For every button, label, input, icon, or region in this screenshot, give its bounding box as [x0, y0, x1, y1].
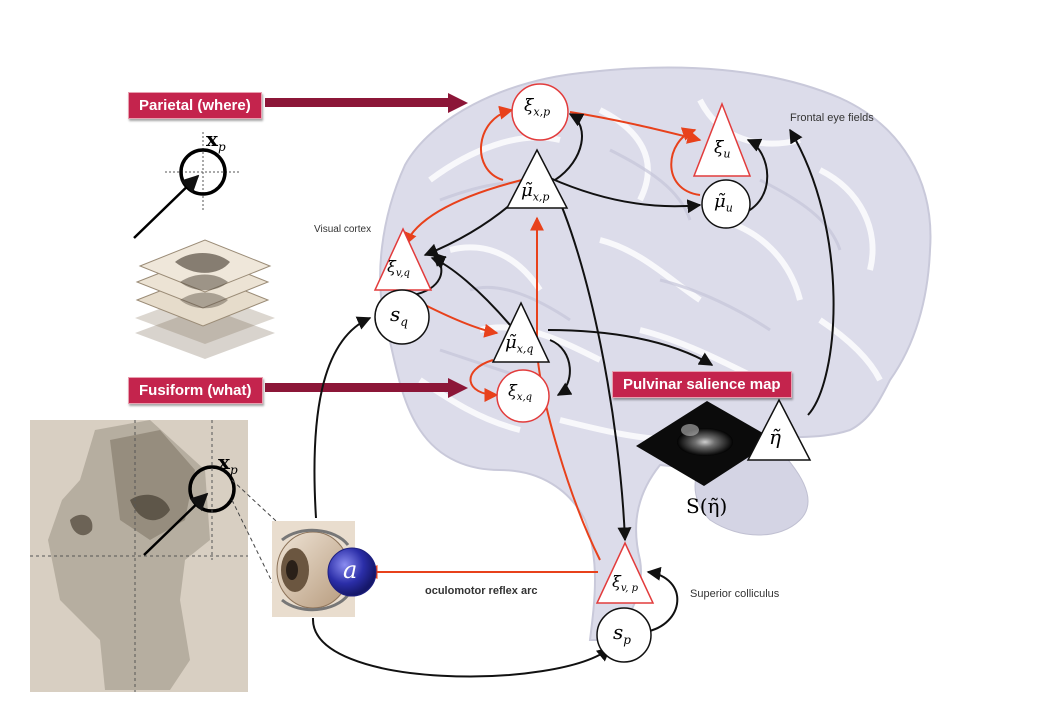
edge-black-mu-xp-xi-vp	[549, 179, 632, 542]
action-node	[327, 547, 377, 597]
action-label: a	[343, 556, 358, 584]
xi-xq-label: ξx,q	[508, 381, 532, 403]
mu-u-sub: u	[725, 201, 733, 215]
node-xi-u	[692, 101, 752, 177]
fusiform-arrow	[265, 378, 468, 398]
edge-black-eye-sp	[311, 617, 612, 678]
parietal-arrow	[265, 93, 468, 113]
mu-xq-label: μ̃x,q	[505, 332, 533, 356]
x-p-bottom-sub: p	[229, 463, 238, 477]
node-xi-xp	[511, 83, 569, 141]
mu-u-label: μ̃u	[714, 191, 733, 215]
node-s-p	[596, 607, 652, 663]
xi-xp-main: ξ	[524, 96, 534, 116]
s-p-sub: p	[623, 633, 631, 647]
xi-vq-main: ξ	[387, 257, 396, 276]
x-p-bottom-main: x	[218, 450, 230, 474]
edge-black-eye-sq	[313, 316, 372, 519]
node-eta	[746, 398, 812, 461]
edge-xi-vp-to-mu-xq-path	[536, 349, 601, 561]
xi-vp-label: ξv, p	[612, 572, 638, 594]
xi-xp-sub: x,p	[533, 105, 551, 119]
edge-black-mu-xp-mu-u	[549, 177, 702, 214]
stacked-image-layers	[135, 239, 275, 359]
mu-xp-main: μ̃	[521, 180, 533, 201]
edge-sq-to-mu-xq	[424, 304, 499, 338]
mu-xp-sub: x,p	[532, 190, 550, 204]
gaze-target-symbol	[133, 132, 240, 239]
xi-xq-sub: x,q	[516, 392, 533, 404]
mu-xq-sub: x,q	[516, 342, 534, 356]
oculomotor-label: oculomotor reflex arc	[425, 585, 538, 597]
fusiform-label: Fusiform (what)	[128, 377, 263, 404]
frontal-eye-fields-label: Frontal eye fields	[790, 112, 874, 124]
node-xi-vp	[595, 541, 655, 604]
mu-xp-label: μ̃x,p	[521, 180, 549, 204]
x-p-top-sub: p	[217, 140, 226, 154]
mu-u-main: μ̃	[714, 191, 726, 212]
parietal-label: Parietal (where)	[128, 92, 262, 119]
edge-black-mu-xq-xi-vq	[430, 256, 511, 326]
edge-black-mu-xq-pulvinar	[547, 329, 714, 366]
xi-xq-main: ξ	[508, 381, 517, 400]
visual-cortex-label: Visual cortex	[314, 224, 372, 235]
eyeball-image	[272, 521, 355, 617]
x-p-label-bottom: xp	[218, 450, 238, 477]
edge-mu-u-to-xi-u	[670, 127, 701, 196]
s-p-main: s	[613, 620, 624, 644]
pulvinar-label: Pulvinar salience map	[612, 371, 792, 398]
s-q-label: sq	[390, 302, 408, 329]
edge-black-mu-xp-xi-xp	[554, 113, 585, 181]
node-mu-xq	[491, 301, 551, 363]
node-mu-u	[701, 179, 751, 229]
superior-colliculus-label: Superior colliculus	[690, 588, 780, 600]
salience-map-image	[636, 401, 775, 486]
red-connections	[363, 105, 729, 579]
xi-vq-label: ξv,q	[387, 257, 410, 279]
edge-black-mu-u-xi-u	[739, 138, 769, 216]
edge-mu-xp-to-xi-vq	[403, 177, 531, 247]
xi-u-main: ξ	[714, 138, 724, 158]
edge-black-mu-xp-xi-vq	[423, 204, 511, 257]
edge-black-mu-xq-xi-xq	[549, 339, 573, 396]
edge-mu-xq-to-xi-xq	[469, 359, 499, 402]
mu-xq-main: μ̃	[505, 332, 517, 353]
x-p-label-top: xp	[206, 127, 226, 154]
s-eta-label: S(η̃)	[686, 494, 728, 518]
s-q-sub: q	[400, 315, 408, 329]
black-connections	[311, 113, 835, 678]
xi-vp-sub: v, p	[620, 583, 639, 595]
node-mu-xp	[505, 148, 569, 209]
edge-mu-xp-to-xi-xp	[480, 105, 514, 181]
xi-xp-label: ξx,p	[524, 96, 550, 118]
xi-vp-main: ξ	[612, 572, 621, 591]
s-q-main: s	[390, 302, 401, 326]
xi-u-sub: u	[723, 147, 731, 161]
node-xi-xq	[496, 369, 550, 423]
node-s-q	[374, 289, 430, 345]
xi-vq-sub: v,q	[395, 268, 410, 280]
xi-u-label: ξu	[714, 138, 730, 160]
x-p-top-main: x	[206, 127, 218, 151]
s-p-label: sp	[613, 620, 631, 647]
edge-black-sp-xi-vp	[644, 566, 679, 633]
edge-black-eta-xi-u	[789, 128, 835, 416]
nefertiti-bust-image	[30, 420, 277, 692]
eta-label: η̃	[769, 425, 781, 449]
brain-illustration	[379, 66, 932, 641]
